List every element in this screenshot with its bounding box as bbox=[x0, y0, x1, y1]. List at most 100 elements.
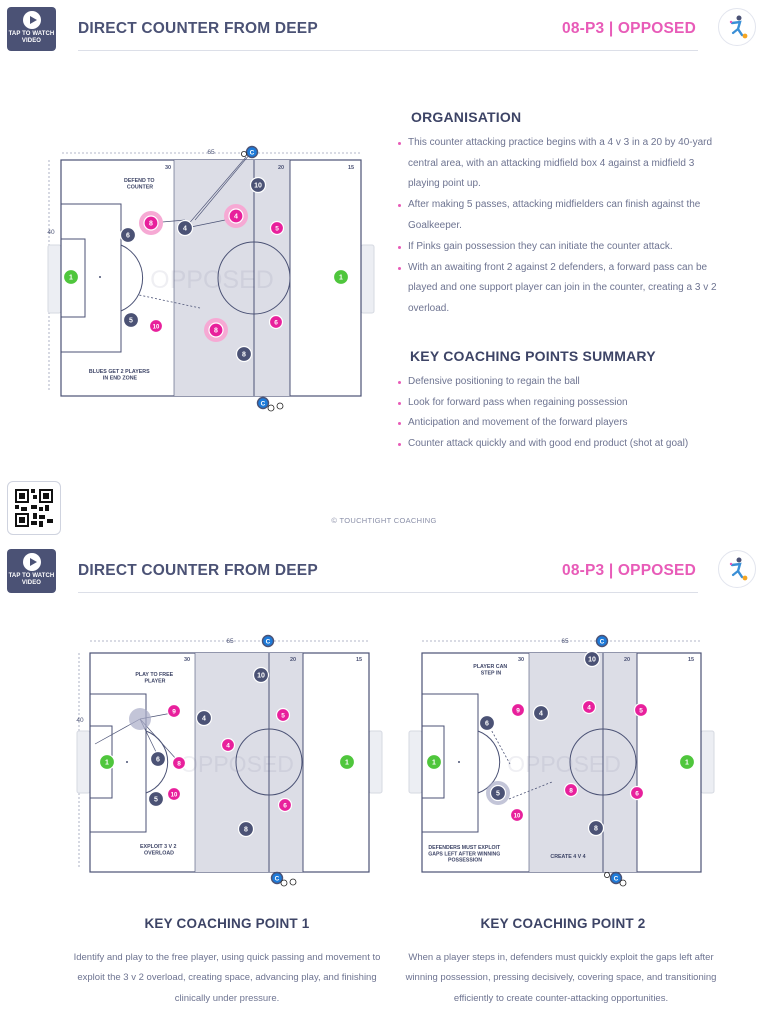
list-item: Defensive positioning to regain the ball bbox=[398, 372, 738, 393]
header-divider bbox=[78, 592, 698, 593]
player-navy bbox=[119, 226, 137, 244]
svg-text:5: 5 bbox=[154, 797, 158, 804]
list-item: Look for forward pass when regaining pos… bbox=[398, 393, 738, 414]
svg-text:10: 10 bbox=[514, 814, 521, 820]
svg-text:5: 5 bbox=[275, 226, 279, 233]
svg-text:1: 1 bbox=[105, 760, 109, 767]
header-divider bbox=[78, 50, 698, 51]
kp2-pitch-diagram: 65 30 20 15 OPPOSED PLAYER CAN STEP IN D… bbox=[408, 634, 715, 887]
header: TAP TO WATCH VIDEO DIRECT COUNTER FROM D… bbox=[0, 542, 768, 598]
player-navy bbox=[249, 176, 267, 194]
svg-text:4: 4 bbox=[183, 226, 187, 233]
ball-icon bbox=[267, 404, 275, 412]
zone-label-15: 15 bbox=[348, 165, 354, 171]
play-icon bbox=[22, 553, 41, 571]
key-coaching-points-title: KEY COACHING POINTS SUMMARY bbox=[410, 348, 656, 364]
svg-text:6: 6 bbox=[156, 757, 160, 764]
svg-text:9: 9 bbox=[172, 709, 176, 716]
svg-text:9: 9 bbox=[516, 708, 520, 715]
svg-text:4: 4 bbox=[539, 711, 543, 718]
coach-marker bbox=[261, 634, 275, 648]
pitch-text-top: DEFEND TO COUNTER bbox=[124, 178, 156, 191]
watch-video-label: TAP TO WATCH VIDEO bbox=[8, 31, 55, 44]
list-item: If Pinks gain possession they can initia… bbox=[398, 237, 728, 258]
player-navy bbox=[235, 345, 253, 363]
svg-text:10: 10 bbox=[171, 793, 178, 799]
header: TAP TO WATCH VIDEO DIRECT COUNTER FROM D… bbox=[0, 0, 768, 56]
svg-text:6: 6 bbox=[283, 803, 287, 810]
svg-text:1: 1 bbox=[69, 275, 73, 282]
organisation-title: ORGANISATION bbox=[411, 109, 522, 125]
pitch-text-bottom: BLUES GET 2 PLAYERS IN END ZONE bbox=[89, 369, 151, 382]
list-item: Counter attack quickly and with good end… bbox=[398, 434, 738, 455]
svg-text:8: 8 bbox=[569, 788, 573, 795]
pitch-text-top: PLAYER CAN STEP IN bbox=[473, 664, 508, 677]
opposed-watermark: OPPOSED bbox=[150, 266, 274, 294]
pitch-text-bottom: DEFENDERS MUST EXPLOIT GAPS LEFT AFTER W… bbox=[428, 845, 502, 864]
svg-text:OPPOSED: OPPOSED bbox=[180, 751, 294, 777]
svg-text:8: 8 bbox=[149, 221, 153, 228]
page-section-2: TAP TO WATCH VIDEO DIRECT COUNTER FROM D… bbox=[0, 542, 768, 1024]
player-pink-highlighted bbox=[208, 322, 224, 338]
player-navy bbox=[176, 219, 194, 237]
svg-text:8: 8 bbox=[244, 827, 248, 834]
svg-text:1: 1 bbox=[339, 275, 343, 282]
free-player-highlight bbox=[129, 708, 151, 730]
svg-text:20: 20 bbox=[624, 657, 630, 663]
svg-text:6: 6 bbox=[485, 721, 489, 728]
svg-text:15: 15 bbox=[688, 657, 694, 663]
key-coaching-points-list: Defensive positioning to regain the ball… bbox=[398, 372, 738, 454]
player-pink-highlighted bbox=[143, 215, 159, 231]
svg-text:10: 10 bbox=[254, 183, 262, 190]
page-section-1: TAP TO WATCH VIDEO DIRECT COUNTER FROM D… bbox=[0, 0, 768, 535]
player-pink bbox=[148, 318, 164, 334]
organisation-list: This counter attacking practice begins w… bbox=[398, 133, 728, 320]
svg-text:6: 6 bbox=[126, 233, 130, 240]
ball-icon bbox=[603, 871, 610, 878]
svg-text:C: C bbox=[250, 150, 255, 157]
coach-marker-bottom bbox=[270, 871, 284, 885]
svg-text:1: 1 bbox=[685, 760, 689, 767]
svg-text:C: C bbox=[261, 401, 266, 408]
watch-video-label: TAP TO WATCH VIDEO bbox=[8, 573, 55, 586]
svg-text:15: 15 bbox=[356, 657, 362, 663]
play-icon bbox=[22, 11, 41, 29]
kp1-title: KEY COACHING POINT 1 bbox=[144, 916, 310, 931]
svg-text:1: 1 bbox=[432, 760, 436, 767]
svg-text:8: 8 bbox=[177, 761, 181, 768]
kp1-text: Identify and play to the free player, us… bbox=[73, 952, 381, 1004]
svg-text:C: C bbox=[600, 639, 605, 646]
svg-text:40: 40 bbox=[76, 717, 84, 724]
watch-video-button[interactable]: TAP TO WATCH VIDEO bbox=[7, 7, 56, 51]
svg-text:C: C bbox=[614, 876, 619, 883]
qr-code-button[interactable] bbox=[7, 481, 61, 535]
watch-video-button[interactable]: TAP TO WATCH VIDEO bbox=[7, 549, 56, 593]
page-title: DIRECT COUNTER FROM DEEP bbox=[78, 562, 318, 579]
kp2-title: KEY COACHING POINT 2 bbox=[480, 916, 646, 931]
zone-label-30: 30 bbox=[165, 165, 171, 171]
coach-marker bbox=[245, 145, 259, 159]
svg-text:5: 5 bbox=[129, 318, 133, 325]
player-pink bbox=[268, 314, 284, 330]
svg-text:OPPOSED: OPPOSED bbox=[507, 751, 621, 777]
player-navy bbox=[122, 311, 140, 329]
svg-text:8: 8 bbox=[242, 352, 246, 359]
player-green-right bbox=[332, 268, 350, 286]
svg-text:10: 10 bbox=[257, 673, 265, 680]
qr-code-icon bbox=[15, 489, 53, 527]
svg-text:C: C bbox=[266, 639, 271, 646]
svg-text:6: 6 bbox=[635, 791, 639, 798]
svg-text:65: 65 bbox=[226, 638, 234, 645]
svg-text:5: 5 bbox=[496, 791, 500, 798]
svg-text:30: 30 bbox=[184, 657, 190, 663]
svg-text:65: 65 bbox=[561, 638, 569, 645]
session-code: 08-P3 | OPPOSED bbox=[562, 20, 696, 37]
list-item: With an awaiting front 2 against 2 defen… bbox=[398, 258, 728, 320]
svg-text:6: 6 bbox=[274, 320, 278, 327]
main-pitch-diagram: 65 40 30 20 15 OPPOSED DEFEND TO COUNTER… bbox=[47, 145, 375, 412]
kp1-pitch-diagram: 65 40 30 20 15 OPPOSED PLAY TO FREE PLAY… bbox=[76, 634, 383, 887]
pitch-text-center-bottom: CREATE 4 V 4 bbox=[550, 854, 585, 860]
logo-icon bbox=[718, 550, 756, 588]
list-item: Anticipation and movement of the forward… bbox=[398, 413, 738, 434]
svg-text:10: 10 bbox=[153, 325, 160, 331]
